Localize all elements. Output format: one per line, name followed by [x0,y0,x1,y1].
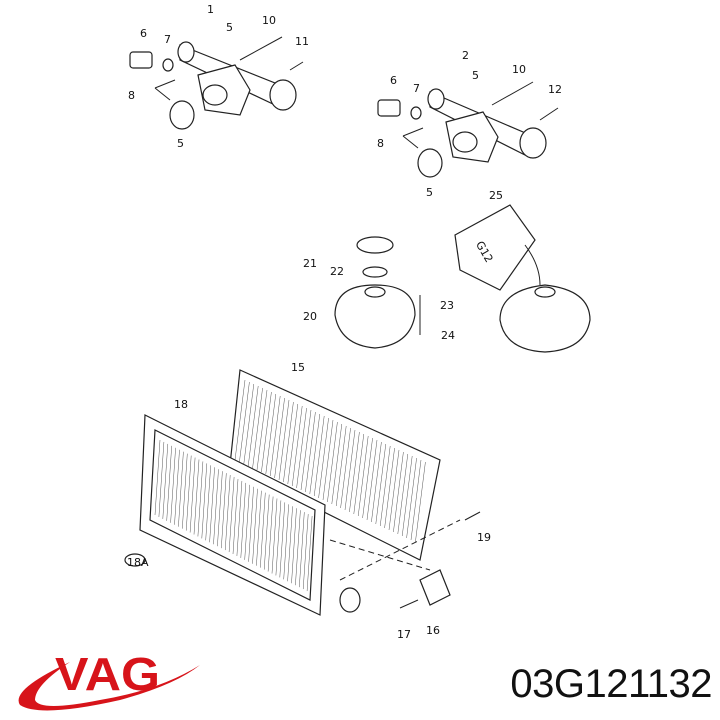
callout-5: 5 [177,137,184,150]
callout-24: 24 [441,329,455,342]
callout-labels: 1 5 10 11 6 7 8 5 2 5 10 12 6 7 8 5 25 2… [127,3,562,641]
callout-19: 19 [477,531,491,544]
callout-17: 17 [397,628,411,641]
callout-6: 6 [390,74,397,87]
coolant-flange-1 [129,36,304,130]
callout-5: 5 [426,186,433,199]
callout-16: 16 [426,624,440,637]
callout-11: 11 [295,35,309,48]
callout-21: 21 [303,257,317,270]
callout-25: 25 [489,189,503,202]
callout-7: 7 [164,33,171,46]
callout-5: 5 [226,21,233,34]
callout-18a: 18A [127,556,149,569]
callout-12: 12 [548,83,562,96]
callout-1: 1 [207,3,214,16]
radiator [229,369,441,561]
callout-2: 2 [462,49,469,62]
svg-text:VAG: VAG [55,648,160,700]
callout-22: 22 [330,265,344,278]
callout-10: 10 [262,14,276,27]
expansion-tank: G12 [334,204,591,353]
callout-15: 15 [291,361,305,374]
charge-air-cooler [124,414,481,616]
vag-logo: VAG [18,648,200,711]
callout-6: 6 [140,27,147,40]
coolant-flange-2 [377,81,559,178]
callout-8: 8 [128,89,135,102]
part-number: 03G121132 [510,662,712,706]
callout-5: 5 [472,69,479,82]
callout-7: 7 [413,82,420,95]
callout-8: 8 [377,137,384,150]
callout-20: 20 [303,310,317,323]
callout-23: 23 [440,299,454,312]
callout-18: 18 [174,398,188,411]
callout-10: 10 [512,63,526,76]
